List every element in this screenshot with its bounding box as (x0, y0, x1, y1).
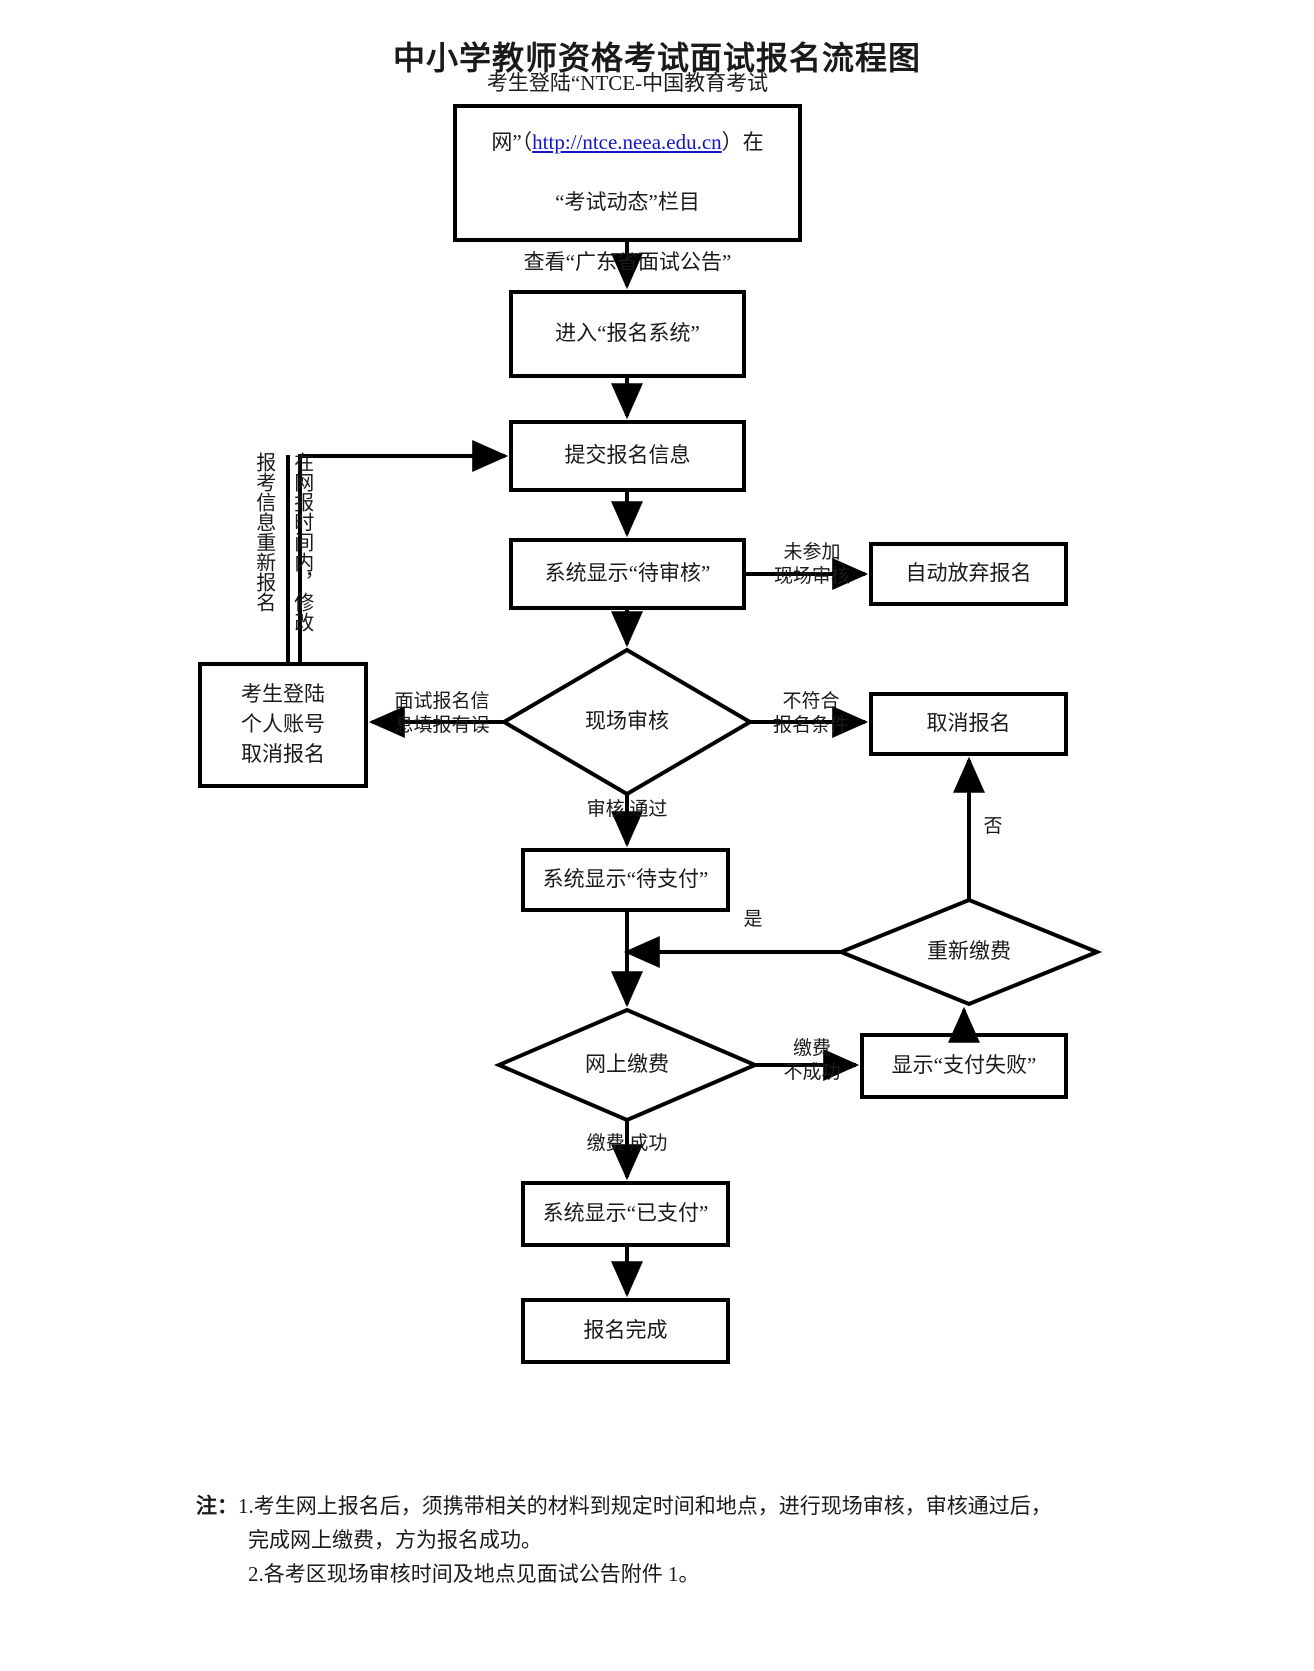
node-submit-info (509, 420, 746, 492)
node-enter-system (509, 290, 746, 378)
note-item-1: 注：1.考生网上报名后，须携带相关的材料到规定时间和地点，进行现场审核，审核通过… (196, 1489, 1116, 1557)
edge-label-wrong-info: 面试报名信 息填报有误 (394, 691, 490, 737)
edge-cancelself-to-submit (298, 440, 509, 664)
edge-label-review-pass: 审核 通过 (586, 799, 668, 820)
node-auto-abandon (869, 542, 1068, 606)
note-1-line-1: 考生网上报名后，须携带相关的材料到规定时间和地点，进行现场审核，审核通过后， (253, 1494, 1052, 1518)
node-cancel-self (198, 662, 368, 788)
vertical-label-right: 在网报时间内，修改 (290, 452, 313, 632)
edge-label-not-qualified: 不符合 报名条件 (772, 691, 849, 737)
node-online-pay (493, 1007, 761, 1123)
edge-label-no: 否 (983, 816, 1003, 837)
node-onsite-review (500, 647, 754, 797)
node-paid (521, 1181, 730, 1247)
node-pending-pay (521, 848, 730, 912)
note-1-number: 1. (238, 1494, 254, 1518)
node-start (453, 104, 802, 242)
node-repay (835, 897, 1103, 1007)
notes-lead: 注： (196, 1494, 238, 1518)
page-title: 中小学教师资格考试面试报名流程图 (392, 40, 921, 76)
edge-label-yes: 是 (743, 909, 763, 930)
node-pending-review (509, 538, 746, 610)
node-done (521, 1298, 730, 1364)
edge-label-pay-fail: 缴费 不成功 (783, 1038, 841, 1084)
note-item-2: 2.各考区现场审核时间及地点见面试公告附件 1。 (248, 1562, 700, 1587)
vertical-label-left: 报考信息重新报名 (252, 452, 275, 612)
node-pay-failed (860, 1033, 1068, 1099)
node-cancel-registration (869, 692, 1068, 756)
edge-label-pay-success: 缴费 成功 (586, 1133, 668, 1154)
edge-label-not-attend: 未参加 现场审核 (773, 542, 850, 588)
note-1-line-2: 完成网上缴费，方为报名成功。 (248, 1528, 542, 1553)
notes-block: 注：1.考生网上报名后，须携带相关的材料到规定时间和地点，进行现场审核，审核通过… (196, 1489, 1116, 1591)
